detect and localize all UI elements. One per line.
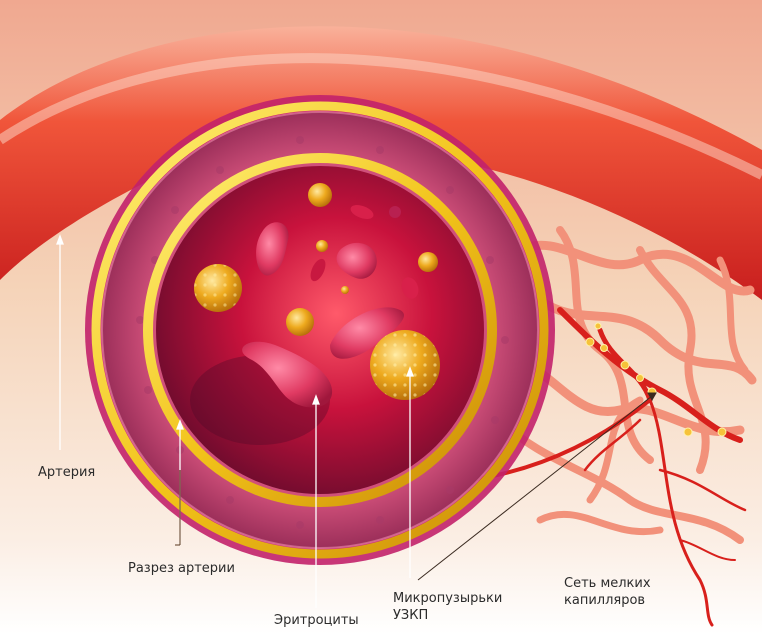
label-microbubbles-line1: Микропузырьки [393,590,502,607]
label-artery-text: Артерия [38,464,95,481]
label-artery: Артерия [38,464,95,481]
label-capillaries-line1: Сеть мелких [564,575,651,592]
label-microbubbles-line2: УЗКП [393,607,502,624]
label-capillaries-line2: капилляров [564,592,651,609]
label-microbubbles: Микропузырьки УЗКП [393,590,502,624]
label-erythrocytes-text: Эритроциты [274,612,359,629]
label-artery-section: Разрез артерии [128,560,235,577]
artery-cross-section [85,95,555,565]
label-capillaries: Сеть мелких капилляров [564,575,651,609]
label-erythrocytes: Эритроциты [274,612,359,629]
label-artery-section-text: Разрез артерии [128,560,235,577]
